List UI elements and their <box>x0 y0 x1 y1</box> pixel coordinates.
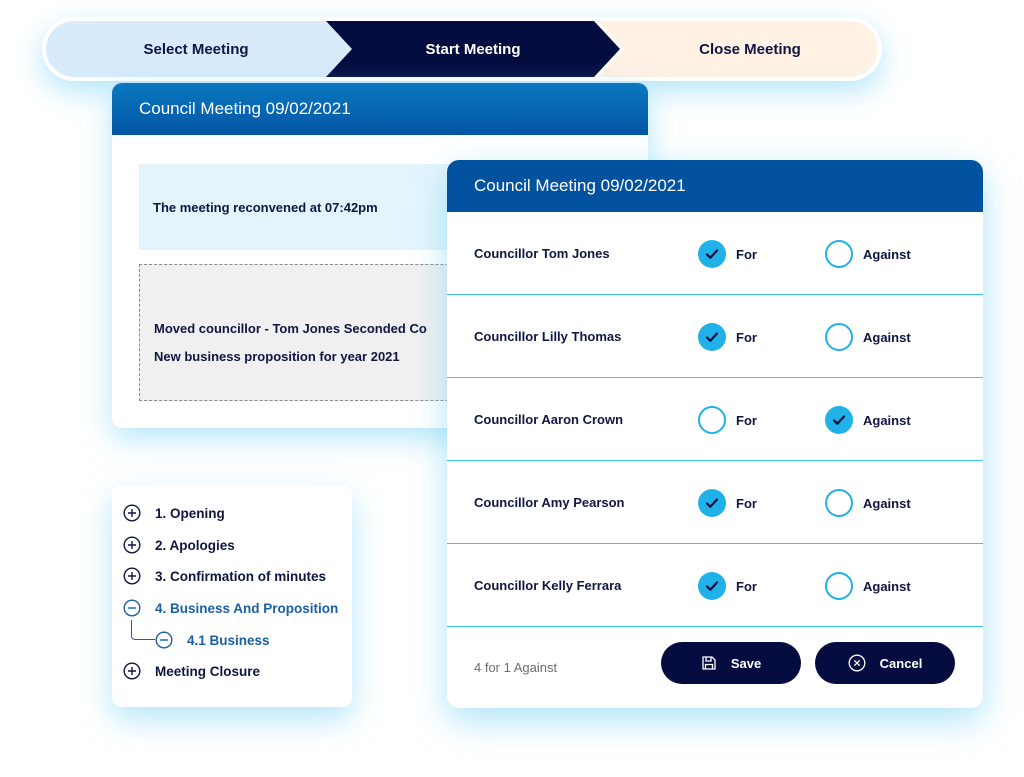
vote-row: Councillor Kelly Ferrara For Against <box>447 544 983 627</box>
vote-row: Councillor Amy Pearson For Against <box>447 461 983 544</box>
agenda-item-label: Meeting Closure <box>155 663 261 679</box>
agenda-item-meeting-closure[interactable]: Meeting Closure <box>123 662 260 680</box>
vote-for-radio[interactable]: For <box>698 323 757 351</box>
agenda-item-label: 4.1 Business <box>187 632 270 648</box>
vote-against-label: Against <box>863 246 911 262</box>
check-icon <box>705 332 719 342</box>
vote-row: Councillor Lilly Thomas For Against <box>447 295 983 378</box>
radio-indicator <box>698 240 726 268</box>
vote-for-label: For <box>736 578 757 594</box>
agenda-item-business[interactable]: 4.1 Business <box>155 631 270 649</box>
agenda-item-label: 4. Business And Proposition <box>155 600 339 616</box>
check-icon <box>705 581 719 591</box>
cancel-label: Cancel <box>879 655 923 671</box>
vote-row: Councillor Aaron Crown For Against <box>447 378 983 461</box>
vote-against-radio[interactable]: Against <box>825 572 911 600</box>
plus-circle-icon <box>123 504 141 522</box>
plus-circle-icon <box>123 536 141 554</box>
vote-for-label: For <box>736 329 757 345</box>
step-label: Select Meeting <box>143 40 249 58</box>
vote-against-label: Against <box>863 495 911 511</box>
vote-for-label: For <box>736 495 757 511</box>
vote-for-radio[interactable]: For <box>698 489 757 517</box>
step-select-meeting[interactable]: Select Meeting <box>46 21 356 77</box>
vote-against-label: Against <box>863 578 911 594</box>
vote-against-radio[interactable]: Against <box>825 240 911 268</box>
councillor-name: Councillor Amy Pearson <box>474 495 625 510</box>
plus-circle-icon <box>123 662 141 680</box>
agenda-tree: 1. Opening 2. Apologies 3. Confirmation … <box>112 485 352 707</box>
radio-indicator <box>698 572 726 600</box>
radio-indicator <box>825 323 853 351</box>
councillor-name: Councillor Tom Jones <box>474 246 610 261</box>
radio-indicator <box>825 572 853 600</box>
step-start-meeting[interactable]: Start Meeting <box>326 21 620 77</box>
radio-indicator <box>825 406 853 434</box>
minus-circle-icon <box>155 631 173 649</box>
vote-row: Councillor Tom Jones For Against <box>447 212 983 295</box>
agenda-item-label: 2. Apologies <box>155 537 235 553</box>
vote-against-label: Against <box>863 329 911 345</box>
radio-indicator <box>698 406 726 434</box>
plus-circle-icon <box>123 567 141 585</box>
radio-indicator <box>825 489 853 517</box>
vote-for-label: For <box>736 412 757 428</box>
minus-circle-icon <box>123 599 141 617</box>
radio-indicator <box>698 323 726 351</box>
agenda-item-label: 1. Opening <box>155 505 225 521</box>
close-circle-icon <box>848 654 866 672</box>
agenda-item-business-proposition[interactable]: 4. Business And Proposition <box>123 599 338 617</box>
step-label: Close Meeting <box>699 40 801 58</box>
radio-indicator <box>825 240 853 268</box>
check-icon <box>832 415 846 425</box>
agenda-item-opening[interactable]: 1. Opening <box>123 504 225 522</box>
vote-card-title: Council Meeting 09/02/2021 <box>447 160 983 212</box>
agenda-item-label: 3. Confirmation of minutes <box>155 568 327 584</box>
minutes-card-title: Council Meeting 09/02/2021 <box>112 83 648 135</box>
vote-against-radio[interactable]: Against <box>825 489 911 517</box>
motion-line: New business proposition for year 2021 <box>154 349 400 364</box>
vote-for-radio[interactable]: For <box>698 406 757 434</box>
motion-line: Moved councillor - Tom Jones Seconded Co <box>154 321 427 336</box>
meeting-stepper: Select Meeting Start Meeting Close Meeti… <box>42 17 882 81</box>
vote-for-label: For <box>736 246 757 262</box>
councillor-name: Councillor Lilly Thomas <box>474 329 622 344</box>
vote-for-radio[interactable]: For <box>698 572 757 600</box>
vote-against-radio[interactable]: Against <box>825 406 911 434</box>
agenda-item-confirmation[interactable]: 3. Confirmation of minutes <box>123 567 326 585</box>
vote-against-radio[interactable]: Against <box>825 323 911 351</box>
vote-card: Council Meeting 09/02/2021 Councillor To… <box>447 160 983 708</box>
cancel-button[interactable]: Cancel <box>815 642 955 684</box>
check-icon <box>705 249 719 259</box>
radio-indicator <box>698 489 726 517</box>
step-close-meeting[interactable]: Close Meeting <box>598 21 878 77</box>
councillor-name: Councillor Aaron Crown <box>474 412 624 427</box>
save-label: Save <box>730 655 762 671</box>
vote-for-radio[interactable]: For <box>698 240 757 268</box>
step-label: Start Meeting <box>425 40 521 58</box>
vote-against-label: Against <box>863 412 911 428</box>
check-icon <box>705 498 719 508</box>
save-button[interactable]: Save <box>661 642 801 684</box>
save-icon <box>702 656 716 670</box>
vote-tally: 4 for 1 Against <box>474 659 558 675</box>
tree-connector <box>131 620 155 640</box>
councillor-name: Councillor Kelly Ferrara <box>474 578 622 593</box>
vote-footer: 4 for 1 Against Save Cancel <box>447 627 983 707</box>
agenda-item-apologies[interactable]: 2. Apologies <box>123 536 235 554</box>
